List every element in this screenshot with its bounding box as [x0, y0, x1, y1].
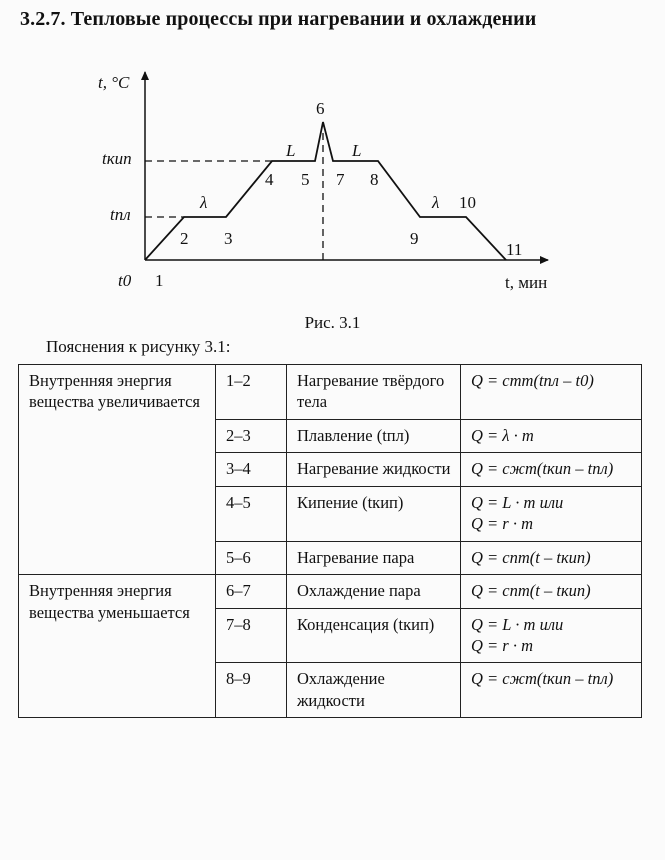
formula-line: Q = cтm(tпл – t0) — [471, 371, 594, 390]
process-name-cell: Охлаждение пара — [286, 574, 461, 609]
L-label-condensing: L — [351, 141, 361, 160]
t-boil-label: tкип — [102, 149, 132, 168]
process-name-cell: Конденсация (tкип) — [286, 607, 461, 664]
formula-line: Q = λ · m — [471, 425, 534, 445]
point-label-5: 5 — [301, 170, 310, 189]
process-code-cell: 4–5 — [215, 485, 287, 542]
y-axis-label: t, °C — [98, 73, 130, 92]
process-code-cell: 5–6 — [215, 540, 287, 576]
processes-table: Внутренняя энергия вещества увеличиваетс… — [18, 363, 642, 719]
lambda-label-melting: λ — [199, 193, 207, 212]
x-axis-label: t, мин — [505, 273, 547, 292]
formula-line: Q = r · m — [471, 635, 534, 655]
formula-cell: Q = cтm(tпл – t0) — [460, 364, 642, 420]
point-label-11: 11 — [506, 240, 522, 259]
formula-cell: Q = cпm(t – tкип) — [460, 540, 642, 576]
point-label-3: 3 — [224, 229, 233, 248]
formula-line: Q = cжm(tкип – tпл) — [471, 669, 614, 689]
point-label-1: 1 — [155, 271, 164, 290]
formula-line: Q = r · m — [471, 514, 534, 534]
process-code-cell: 8–9 — [215, 662, 287, 719]
formula-cell: Q = cпm(t – tкип) — [460, 574, 642, 609]
table-intro: Пояснения к рисунку 3.1: — [46, 337, 231, 356]
formula-line: Q = cпm(t – tкип) — [471, 581, 591, 601]
table-row: Внутренняя энергия вещества увеличиваетс… — [18, 363, 642, 576]
formula-line: Q = cжm(tкип – tпл) — [471, 459, 614, 479]
group-increase-cell: Внутренняя энергия вещества увеличиваетс… — [18, 363, 216, 576]
process-name-cell: Нагревание твёрдого тела — [286, 364, 461, 420]
point-label-8: 8 — [370, 170, 379, 189]
process-name-cell: Охлаждение жидкости — [286, 662, 461, 719]
point-label-9: 9 — [410, 229, 419, 248]
t0-label: t0 — [118, 271, 132, 290]
process-name-cell: Плавление (tпл) — [286, 418, 461, 454]
point-label-7: 7 — [336, 170, 345, 189]
point-label-6: 6 — [316, 99, 325, 118]
process-code-cell: 3–4 — [215, 452, 287, 487]
t-melt-label: tпл — [110, 205, 131, 224]
point-label-10: 10 — [459, 193, 476, 212]
section-heading: 3.2.7. Тепловые процессы при нагревании … — [20, 8, 537, 30]
formula-cell: Q = cжm(tкип – tпл) — [460, 452, 642, 487]
point-label-2: 2 — [180, 229, 189, 248]
lambda-label-solidifying: λ — [431, 193, 439, 212]
process-code-cell: 7–8 — [215, 607, 287, 664]
point-label-4: 4 — [265, 170, 274, 189]
formula-line: Q = L · m или — [471, 492, 564, 512]
process-code-cell: 1–2 — [215, 364, 287, 420]
formula-line: Q = cпm(t – tкип) — [471, 547, 591, 567]
process-name-cell: Кипение (tкип) — [286, 485, 461, 542]
process-curve — [144, 121, 507, 261]
heating-cooling-graph: t, °C t, мин tкип tпл t0 λ λ L L 1 2 3 4… — [98, 71, 549, 292]
figure-caption: Рис. 3.1 — [304, 313, 361, 332]
formula-cell: Q = λ · m — [460, 418, 642, 454]
process-name-cell: Нагревание жидкости — [286, 452, 461, 487]
process-code-cell: 2–3 — [215, 418, 287, 454]
group-decrease-cell: Внутренняя энергия вещества уменьшается — [18, 574, 216, 719]
formula-cell: Q = cжm(tкип – tпл) — [460, 662, 642, 719]
process-code-cell: 6–7 — [215, 574, 287, 609]
L-label-boiling: L — [285, 141, 295, 160]
process-name-cell: Нагревание пара — [286, 540, 461, 576]
formula-line: Q = L · m или — [471, 614, 564, 634]
